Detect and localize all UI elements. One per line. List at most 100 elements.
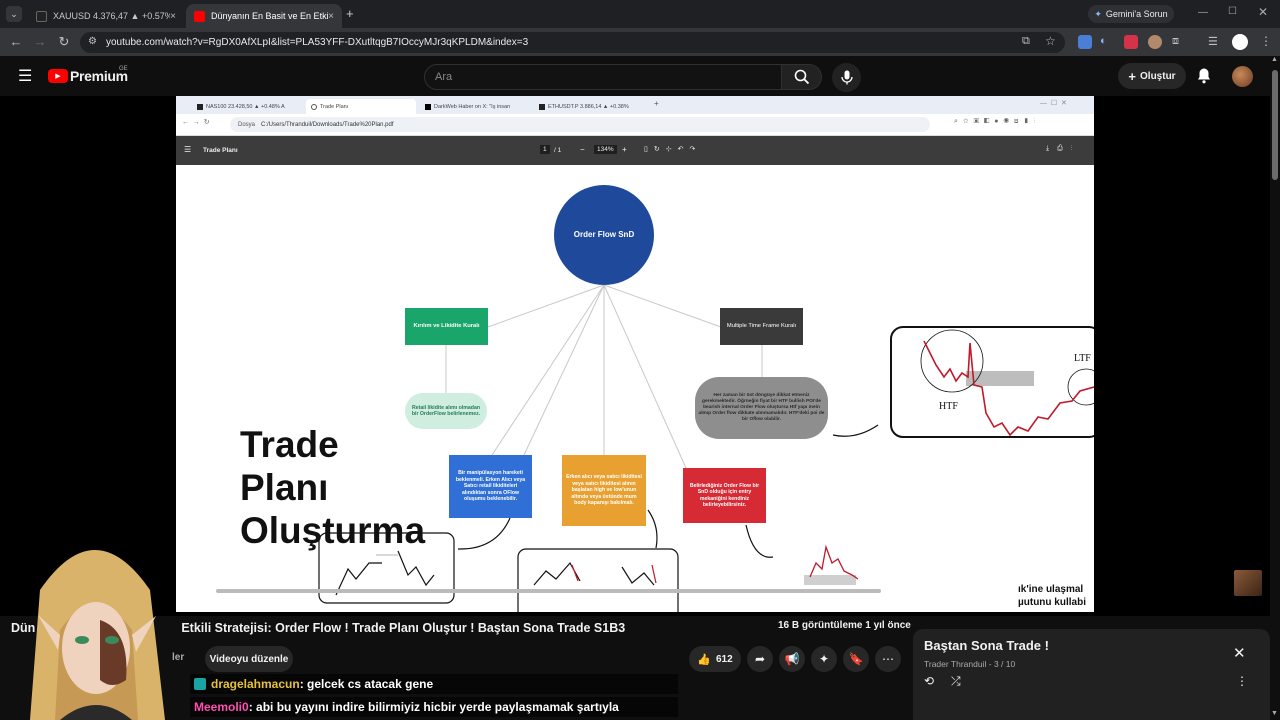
- scroll-up-icon[interactable]: ▲: [1271, 56, 1278, 63]
- search-icon: [794, 69, 809, 85]
- youtube-logo-icon[interactable]: ▶: [48, 69, 68, 83]
- close-tab-icon[interactable]: ×: [170, 10, 176, 22]
- loop-icon[interactable]: ⟲: [924, 674, 935, 688]
- gemini-icon: ✦: [1094, 8, 1102, 19]
- rule-node-liquidity: Kırılım ve Likidite Kuralı: [405, 308, 488, 345]
- inner-window-controls: — ☐ ✕: [1040, 100, 1067, 107]
- bookmark-star-icon[interactable]: ☆: [1045, 34, 1056, 48]
- like-button[interactable]: 👍612: [689, 646, 741, 672]
- forward-icon[interactable]: →: [33, 34, 47, 49]
- step-node-entry: Belirlediğiniz Order Flow bir SnD olduğu…: [683, 468, 766, 523]
- reading-list-icon[interactable]: ☰: [1208, 36, 1218, 48]
- sketch-chart-right: [809, 544, 859, 580]
- create-button[interactable]: +Oluştur: [1118, 63, 1186, 89]
- account-avatar[interactable]: [1232, 66, 1253, 87]
- minimize-icon[interactable]: —: [1198, 7, 1208, 18]
- playlist-meta: Trader Thranduil - 3 / 10: [924, 659, 1016, 669]
- megaphone-icon: 📢: [784, 652, 800, 666]
- more-actions-button[interactable]: ⋯: [875, 646, 901, 672]
- close-window-icon[interactable]: ✕: [1258, 5, 1269, 19]
- pdf-title: Trade Planı: [203, 147, 238, 154]
- tab-xauusd[interactable]: XAUUSD 4.376,47 ▲ +0.57% Ac ×: [28, 4, 184, 28]
- video-screen-content: NAS100 23.428,50 ▲ +0.48% A Trade Planı …: [176, 96, 1094, 612]
- ltf-label: LTF: [1074, 353, 1091, 364]
- pdf-zoom-value: 134%: [594, 145, 617, 154]
- plus-icon: +: [1128, 68, 1137, 84]
- url-bar[interactable]: ⚙ youtube.com/watch?v=RgDX0AfXLpI&list=P…: [80, 32, 1065, 53]
- pdf-horizontal-scrollbar: [216, 589, 881, 593]
- pdf-toolbar: ☰ Trade Planı 1 / 1 − 134% + ▯↻⊹↶↷ ⤓⎙⋮: [176, 136, 1094, 165]
- notifications-bell-icon[interactable]: [1196, 67, 1212, 89]
- report-button[interactable]: 📢: [779, 646, 805, 672]
- gemini-button[interactable]: ✦Gemini'a Sorun: [1088, 5, 1174, 23]
- scroll-down-icon[interactable]: ▼: [1271, 710, 1278, 717]
- zoom-in-icon: +: [622, 145, 627, 154]
- pdf-action-icons: ⤓⎙⋮: [1046, 145, 1081, 152]
- overlay-subtitle: ık'ine ulaşmal µutunu kullabi: [1018, 584, 1086, 608]
- inner-url-bar: Dosya C:/Users/Thranduil/Downloads/Trade…: [230, 117, 930, 132]
- new-tab-button[interactable]: +: [346, 6, 354, 21]
- view-count: 16 B görüntüleme 1 yıl önce: [778, 620, 911, 631]
- chat-message: dragelahmacun: gelcek cs atacak gene: [190, 674, 678, 694]
- extension-icon[interactable]: [1124, 35, 1138, 49]
- thumbs-up-icon: 👍: [697, 653, 711, 666]
- sketch-chart-left: [318, 532, 455, 604]
- hamburger-menu-icon[interactable]: ☰: [18, 68, 33, 85]
- playlist-panel: [913, 629, 1270, 720]
- chat-message: Meemoli0: abi bu yayını indire bilirmiyi…: [190, 697, 678, 717]
- tradingview-icon: [197, 103, 203, 110]
- tab-search-icon[interactable]: ⌄: [6, 6, 22, 22]
- close-tab-icon[interactable]: ×: [328, 10, 334, 22]
- share-icon: ➦: [754, 652, 766, 666]
- shuffle-icon[interactable]: ⤮: [951, 674, 961, 688]
- step-node-manipulation: Bir manipülasyon hareketi beklenmeli. Er…: [449, 455, 532, 518]
- extension-icon[interactable]: [1148, 35, 1162, 49]
- save-button[interactable]: 🔖: [843, 646, 869, 672]
- youtube-premium-logo[interactable]: Premium: [70, 68, 128, 84]
- voice-search-button[interactable]: [832, 63, 861, 92]
- puzzle-icon[interactable]: ⧈: [1172, 35, 1179, 47]
- youtube-icon: [194, 10, 205, 22]
- note-node-retail: Retail likidite alımı olmadan bir OrderF…: [405, 393, 487, 429]
- bookmark-icon: 🔖: [848, 652, 864, 666]
- menu-kebab-icon[interactable]: ⋮: [1260, 34, 1272, 48]
- htf-ltf-chart-frame: [890, 326, 1094, 438]
- tradingview-icon: [36, 10, 47, 22]
- diagram-connectors: [318, 284, 1094, 612]
- inner-extension-icons: ⌕☆▣◧●◉⧈▮⋮: [954, 118, 1041, 125]
- pdf-page-count: / 1: [554, 147, 562, 154]
- ask-ai-button[interactable]: ✦: [811, 646, 837, 672]
- htf-label: HTF: [939, 401, 958, 412]
- inner-new-tab-icon: +: [654, 99, 659, 108]
- close-playlist-icon[interactable]: ✕: [1233, 645, 1246, 662]
- sparkle-icon: ✦: [818, 652, 830, 666]
- page-scrollbar-thumb[interactable]: [1272, 70, 1278, 180]
- reload-icon[interactable]: ↻: [58, 34, 70, 49]
- x-logo-icon: [425, 103, 431, 110]
- chat-badge-icon: [194, 678, 206, 690]
- extension-icon[interactable]: [1078, 35, 1092, 49]
- channel-name-fragment[interactable]: ler: [172, 652, 185, 663]
- globe-icon: [311, 103, 317, 110]
- search-button[interactable]: [782, 64, 822, 90]
- back-icon[interactable]: ←: [9, 34, 23, 49]
- microphone-icon: [840, 70, 853, 85]
- playlist-menu-icon[interactable]: ⋮: [1236, 674, 1248, 688]
- maximize-icon[interactable]: ☐: [1228, 6, 1237, 17]
- site-info-icon[interactable]: ⚙: [88, 36, 97, 47]
- search-input[interactable]: Ara: [424, 64, 782, 90]
- share-button[interactable]: ➦: [747, 646, 773, 672]
- sketch-highlight: [804, 575, 856, 585]
- audio-icon[interactable]: ◐: [1100, 35, 1107, 47]
- profile-avatar[interactable]: [1232, 34, 1248, 50]
- rule-node-mtf: Multiple Time Frame Kuralı: [720, 308, 803, 345]
- tab-youtube-video[interactable]: Dünyanın En Basit ve En Etkili S ×: [186, 4, 342, 28]
- inner-tab-nas100: NAS100 23.428,50 ▲ +0.48% A: [192, 99, 302, 114]
- inner-nav-icons: ← → ↻: [182, 119, 210, 126]
- install-icon[interactable]: ⧉: [1022, 35, 1030, 47]
- edit-video-button[interactable]: Videoyu düzenle: [205, 646, 293, 672]
- playlist-title[interactable]: Baştan Sona Trade !: [924, 638, 1049, 653]
- channel-watermark[interactable]: [1234, 570, 1262, 596]
- step-node-early-buyer: Erken alıcı veya satıcı likiditesi veya …: [562, 455, 646, 526]
- page-scrollbar[interactable]: [1271, 56, 1280, 720]
